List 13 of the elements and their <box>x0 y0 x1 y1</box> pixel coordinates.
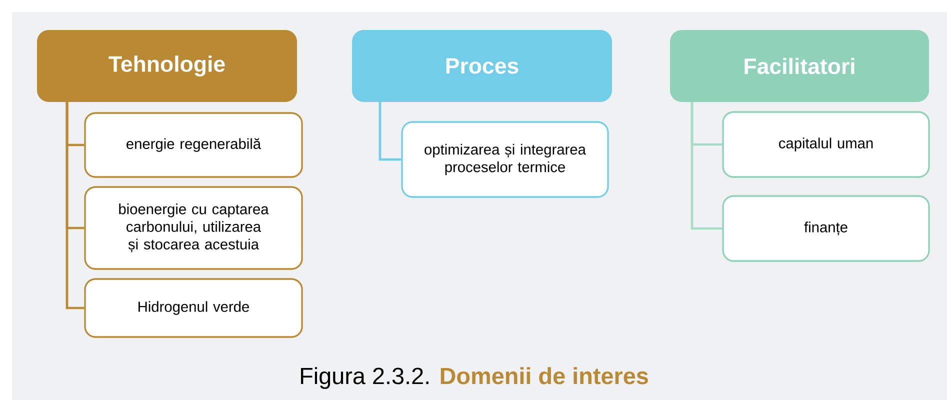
category-header: Proces <box>352 30 612 102</box>
connector-line <box>690 102 722 230</box>
item-box: finanțe <box>722 195 930 262</box>
figure-caption: Figura 2.3.2. Domenii de interes <box>301 367 648 389</box>
connector-line <box>378 102 402 161</box>
item-box: optimizarea și integrarea proceselor termice <box>401 121 609 198</box>
category-header: Tehnologie <box>37 30 297 102</box>
item-box: bioenergie cu captarea carbonului, utilizarea și stocarea acestuia <box>84 186 303 270</box>
connector-line <box>66 102 84 310</box>
category-header: Facilitatori <box>670 30 929 102</box>
item-box: Hidrogenul verde <box>84 278 303 338</box>
item-box: capitalul uman <box>722 111 930 178</box>
item-box: energie regenerabilă <box>84 112 303 178</box>
